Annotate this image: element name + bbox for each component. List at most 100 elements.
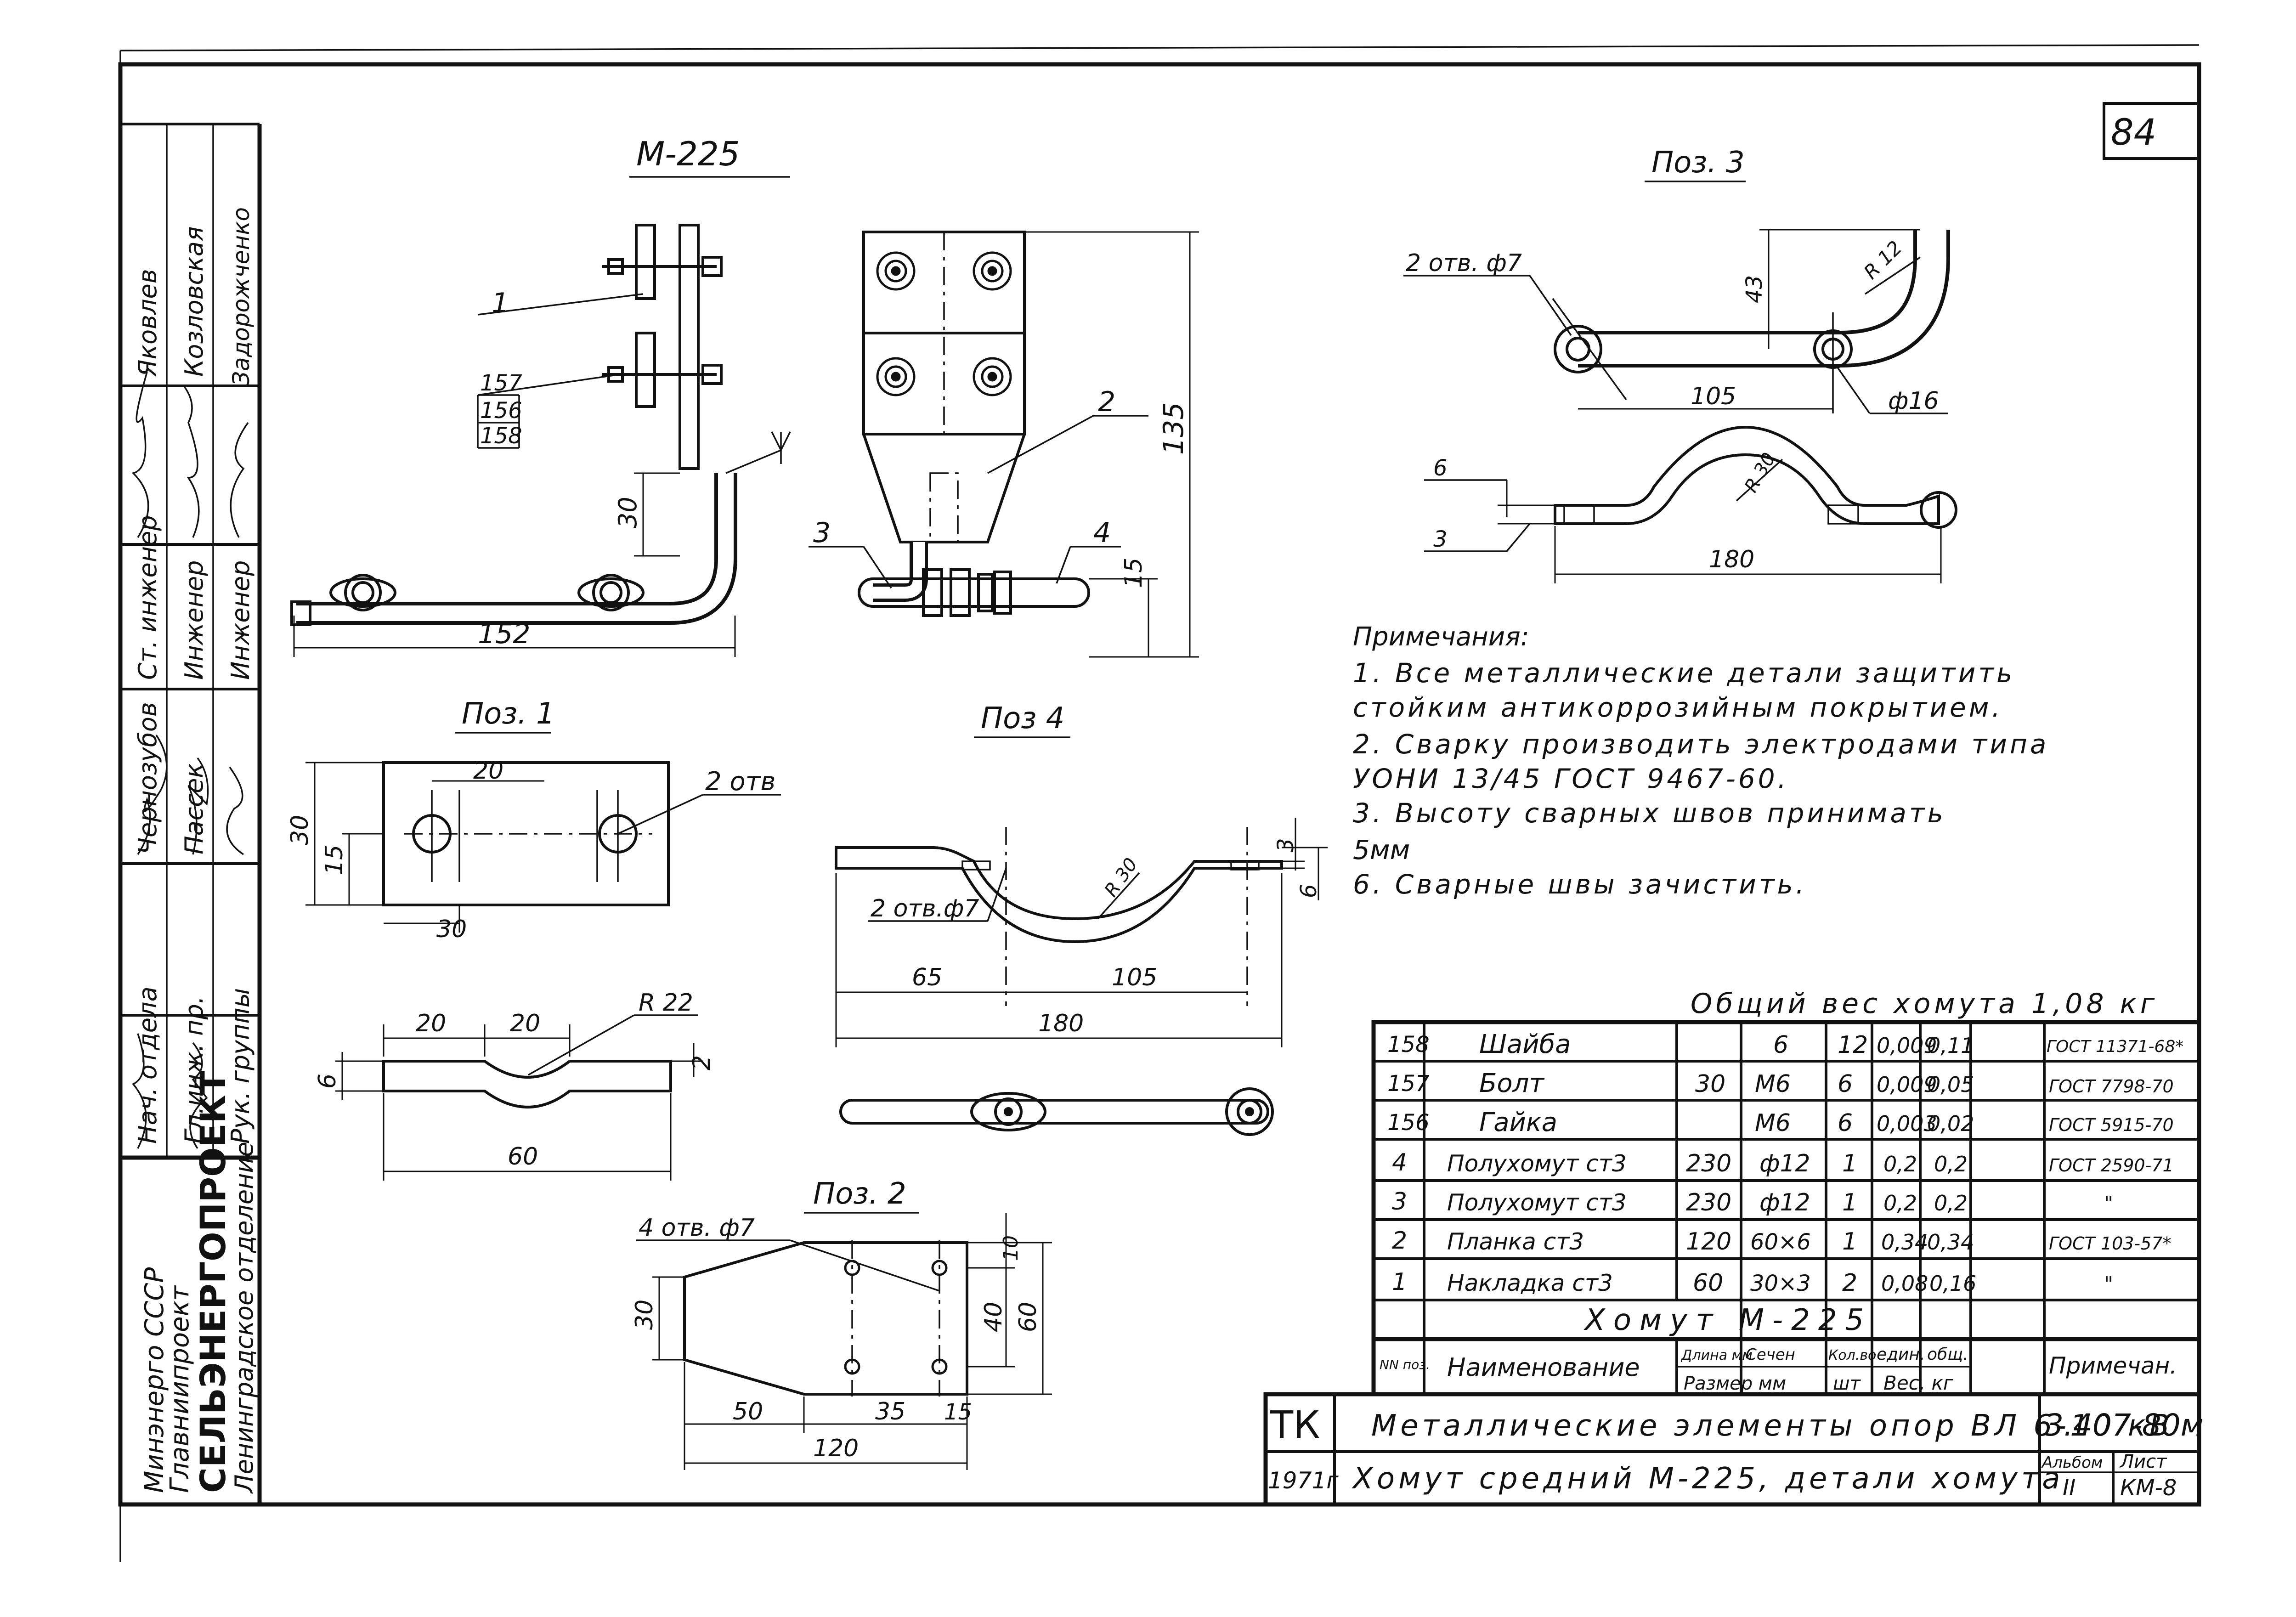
spec-r4-len: 230 [1686,1150,1731,1177]
spec-r4-size: ф12 [1759,1150,1810,1177]
sheet-number: 84 [2111,112,2156,153]
spec-r4-unit: 0,2 [1883,1152,1917,1176]
title-block: ТК 1971г Металлические элементы опор ВЛ … [1263,1392,2204,1507]
spec-r2-pos: 157 [1387,1071,1430,1097]
dim-pos2-40: 40 [980,1302,1007,1332]
spec-r7-note: " [2104,1272,2113,1296]
dim-pos1-r22: R 22 [639,989,693,1017]
name-kozlovskaya: Козловская [180,226,209,377]
spec-h-weight: Вес, кг [1883,1372,1954,1394]
spec-h-qty1: Кол.во [1828,1347,1876,1363]
callout-158: 158 [480,423,522,449]
side-stamp: Минэнерго СССР Главниипроект СЕЛЬЭНЕРГОП… [120,123,262,1504]
spec-r1-note: ГОСТ 11371-68* [2047,1037,2183,1056]
org-name: СЕЛЬЭНЕРГОПРОЕКТ [192,1071,233,1493]
signature-8 [189,1042,208,1149]
dim-pos2-120: 120 [813,1435,859,1462]
pos4-view: Поз 4 R 30 2 отв.ф7 3 6 65 105 180 [835,701,1328,1136]
dim-pos3-105: 105 [1691,383,1736,410]
spec-r2-unit: 0,009 [1877,1072,1937,1097]
dim-pos4-6: 6 [1296,884,1322,898]
spec-r6-pos: 2 [1392,1227,1407,1255]
name-zadorozhchenko: Задорожченко [228,207,254,386]
spec-r3-pos: 156 [1387,1110,1430,1136]
dim-pos3-2otv: 2 отв. ф7 [1406,249,1522,277]
signature-4 [131,372,149,538]
pos2-title: Поз. 2 [813,1177,906,1211]
spec-h-qty2: шт [1833,1373,1861,1394]
spec-r7-unit: 0,08 [1881,1271,1928,1296]
role-chief-eng: Гл.инж. пр. [180,996,209,1144]
spec-r5-size: ф12 [1759,1189,1810,1216]
spec-r1-qty: 12 [1838,1031,1868,1059]
pos3-view: Поз. 3 2 отв. ф7 43 R 12 105 ф16 R 30 [1403,146,1957,583]
notes-heading: Примечания: [1353,622,1529,652]
spec-r5-qty: 1 [1842,1189,1857,1216]
spec-r1-pos: 158 [1387,1032,1430,1057]
spec-h-note: Примечан. [2049,1352,2177,1379]
spec-r3-name: Гайка [1479,1108,1557,1137]
name-passek: Пассек [180,763,209,854]
notes: Примечания: 1. Все металлические детали … [1353,622,2049,900]
spec-h-name: Наименование [1447,1353,1640,1382]
role-senior-eng: Ст. инженер [133,515,162,680]
spec-r3-note: ГОСТ 5915-70 [2049,1115,2174,1135]
name-chernozubov: Чернозубов [133,702,162,854]
spec-r1-unit: 0,009 [1877,1033,1937,1058]
pos2-view: Поз. 2 4 отв. ф7 30 10 40 60 [631,1177,1052,1470]
spec-r5-total: 0,2 [1934,1191,1968,1216]
spec-r4-pos: 4 [1392,1149,1407,1176]
dim-pos2-15: 15 [944,1399,972,1425]
pos1-view: Поз. 1 20 2 отв 30 15 30 20 20 [286,697,781,1181]
dim-m225-135: 135 [1158,402,1190,455]
spec-r4-total: 0,2 [1934,1152,1968,1176]
signature-6 [230,422,249,538]
spec-r7-len: 60 [1693,1269,1723,1297]
title-line-1: Металлические элементы опор ВЛ 6-10 кВ [1371,1409,2173,1443]
spec-r6-note: ГОСТ 103-57* [2049,1233,2172,1254]
note-line-4: УОНИ 13/45 ГОСТ 9467-60. [1353,763,1789,794]
dim-pos3-180: 180 [1709,546,1754,573]
spec-r7-name: Накладка ст3 [1447,1270,1613,1296]
spec-h-sech: Сечен [1746,1346,1795,1364]
spec-r3-size: М6 [1755,1109,1791,1137]
dim-pos1-30v: 30 [286,815,314,845]
m225-front-view: 2 3 4 135 15 [809,231,1199,658]
dim-pos4-180: 180 [1038,1010,1084,1037]
title-album-label: Альбом [2041,1453,2103,1472]
outer-border-top [120,44,2200,51]
dim-pos2-35: 35 [875,1398,905,1425]
dim-pos3-r30: R 30 [1741,449,1780,496]
spec-h-size: Размер мм [1684,1373,1786,1394]
title-sheet-label: Лист [2119,1451,2167,1472]
note-line-3: 2. Сварку производить электродами типа [1353,729,2049,760]
dim-pos1-30h: 30 [436,916,467,943]
dim-m225-30: 30 [613,497,642,528]
spec-r5-name: Полухомут ст3 [1447,1189,1627,1216]
note-line-7: 6. Сварные швы зачистить. [1353,869,1807,900]
spec-r2-qty: 6 [1838,1070,1853,1098]
note-line-1: 1. Все металлические детали защитить [1353,657,2015,689]
title-sheet: КМ-8 [2120,1475,2177,1501]
dim-pos2-50: 50 [733,1398,763,1425]
spec-r2-note: ГОСТ 7798-70 [2049,1076,2174,1097]
spec-r7-total: 0,16 [1929,1271,1976,1296]
note-line-2: стойким антикоррозийным покрытием. [1353,692,2003,723]
name-yakovlev: Яковлев [133,269,162,377]
spec-r6-size: 60×6 [1750,1229,1811,1255]
callout-1: 1 [492,287,509,319]
spec-r4-note: ГОСТ 2590-71 [2049,1155,2174,1176]
dim-pos4-105: 105 [1112,964,1157,991]
pos1-title: Поз. 1 [462,697,555,731]
role-engineer-2: Инженер [226,560,255,680]
spec-h-pos: NN поз. [1380,1357,1430,1372]
spec-r3-unit: 0,003 [1877,1111,1937,1136]
title-tk: ТК [1270,1403,1320,1447]
spec-r6-total: 0,34 [1927,1230,1974,1255]
spec-r6-len: 120 [1686,1228,1731,1255]
spec-r3-qty: 6 [1838,1109,1853,1137]
spec-r2-len: 30 [1695,1070,1725,1098]
role-engineer-1: Инженер [180,560,209,680]
dim-pos2-30: 30 [631,1300,658,1330]
spec-r6-name: Планка ст3 [1447,1228,1584,1255]
